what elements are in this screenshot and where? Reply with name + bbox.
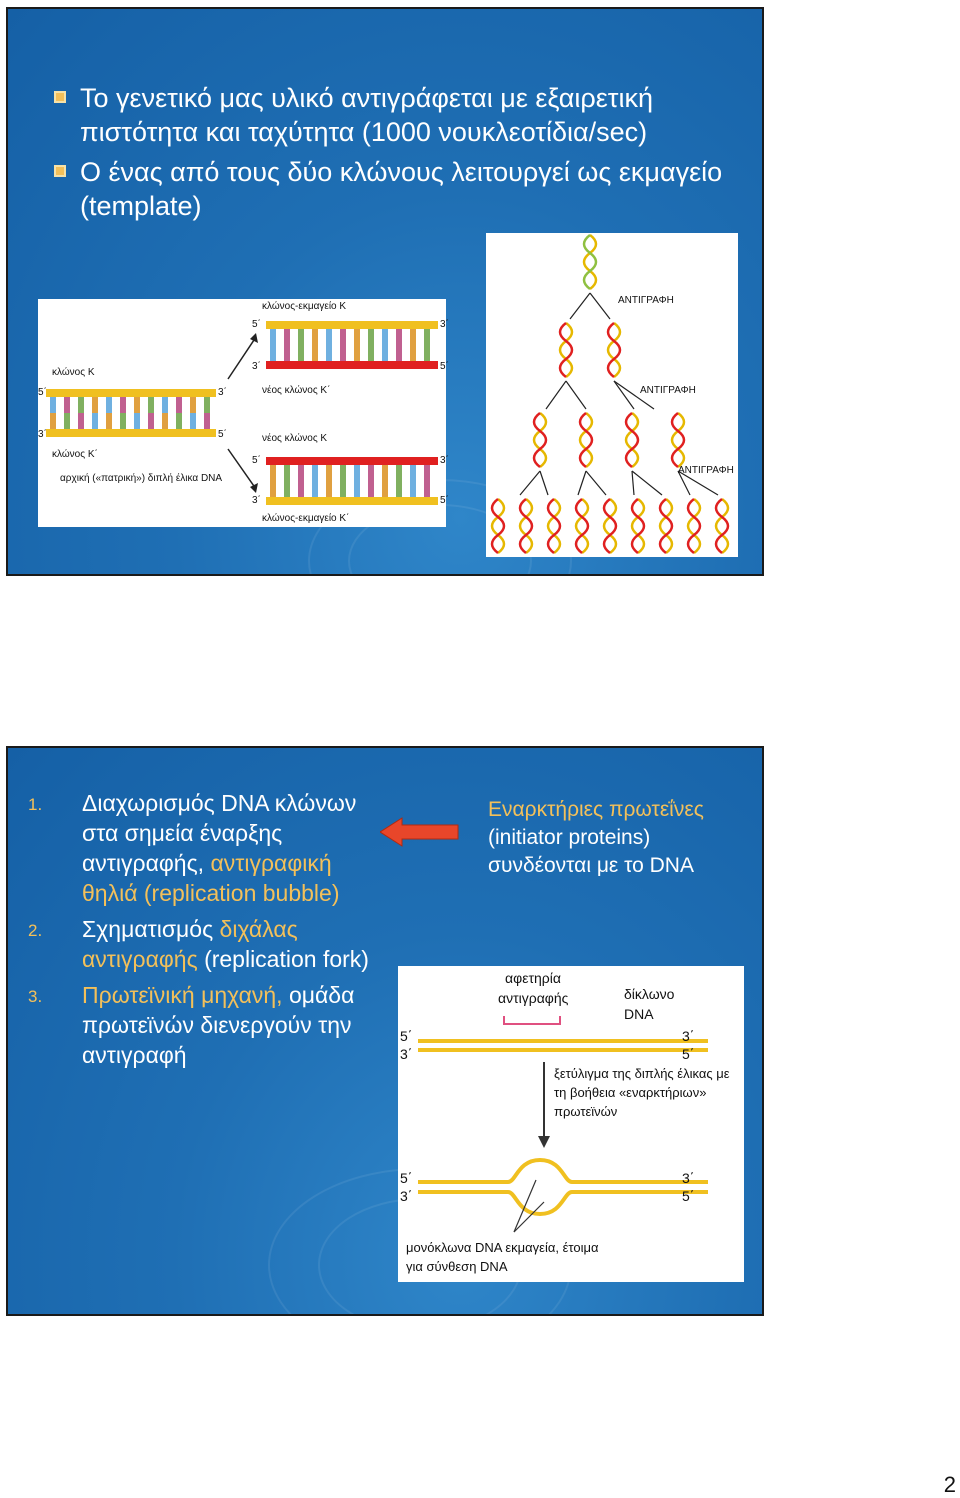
unwinding-label: ξετύλιγμα της διπλής έλικας με τη βοήθει… xyxy=(554,1066,730,1119)
label-replication: ΑΝΤΙΓΡΑΦΗ xyxy=(618,295,674,306)
end-label-5: 5΄ xyxy=(38,387,47,398)
bullet-item: Το γενετικό μας υλικό αντιγράφεται με εξ… xyxy=(54,81,744,149)
bullet-text: Το γενετικό μας υλικό αντιγράφεται με εξ… xyxy=(80,83,653,147)
left-arrow-icon xyxy=(380,817,459,847)
label-strand-k: κλώνος Κ xyxy=(52,367,95,378)
single-strand-templates-label: μονόκλωνα DNA εκμαγεία, έτοιμα για σύνθε… xyxy=(406,1240,599,1274)
list-text: Διαχωρισμός DNA κλώνων στα σημεία έναρξη… xyxy=(82,790,357,876)
replication-tree-diagram xyxy=(490,233,730,555)
end-label-3: 3΄ xyxy=(218,387,227,398)
list-text: (replication fork) xyxy=(204,946,369,972)
list-item: 2. Σχηματισμός διχάλας αντιγραφής (repli… xyxy=(28,914,388,974)
replication-bubble-diagram xyxy=(418,1016,708,1233)
end-label-3: 3΄ xyxy=(400,1046,413,1062)
end-label-5: 5΄ xyxy=(218,429,227,440)
list-text: ομάδα πρωτεϊνών διενεργούν την αντιγραφή xyxy=(82,982,355,1068)
list-text-highlight: Πρωτεϊνική μηχανή, xyxy=(82,982,283,1008)
end-label-3: 3΄ xyxy=(400,1188,413,1204)
page-number: 2 xyxy=(943,1472,956,1497)
bullet-text: Ο ένας από τους δύο κλώνους λειτουργεί ω… xyxy=(80,157,723,221)
label-template-k: κλώνος-εκμαγείο Κ xyxy=(262,301,347,312)
semiconservative-replication-figure: κλώνος-εκμαγείο Κ νέος κλώνος Κ΄ κλώνος … xyxy=(38,299,449,527)
slide-1: Το γενετικό μας υλικό αντιγράφεται με εξ… xyxy=(6,7,764,576)
end-label-3: 3΄ xyxy=(440,319,449,330)
end-label-5: 5΄ xyxy=(400,1170,413,1186)
note-highlight: Εναρκτήριες πρωτεΐνες xyxy=(488,798,704,821)
label-template-k-prime: κλώνος-εκμαγείο Κ΄ xyxy=(262,513,350,524)
end-label-3: 3΄ xyxy=(682,1170,695,1186)
list-text-highlight: αντιγραφική θηλιά (replication bubble) xyxy=(82,850,340,906)
end-label-5: 5΄ xyxy=(252,455,261,466)
end-label-3: 3΄ xyxy=(440,455,449,466)
end-label-3: 3΄ xyxy=(682,1028,695,1044)
list-item: 3. Πρωτεϊνική μηχανή, ομάδα πρωτεϊνών δι… xyxy=(28,980,388,1070)
list-text: Σχηματισμός xyxy=(82,916,214,942)
end-label-5: 5΄ xyxy=(252,319,261,330)
label-strand-k-prime: κλώνος Κ΄ xyxy=(52,449,98,460)
note-text: (initiator proteins) συνδέονται με το DN… xyxy=(488,826,694,877)
initiator-proteins-note: Εναρκτήριες πρωτεΐνες (initiator protein… xyxy=(488,796,758,880)
replication-bubble-figure: αφετηρία αντιγραφής δίκλωνο DNA ξετύλιγμ… xyxy=(398,966,744,1282)
list-item: 1. Διαχωρισμός DNA κλώνων στα σημεία ένα… xyxy=(28,788,388,908)
end-label-3: 3΄ xyxy=(252,495,261,506)
slide-1-bullets: Το γενετικό μας υλικό αντιγράφεται με εξ… xyxy=(54,81,744,229)
end-label-5: 5΄ xyxy=(440,495,449,506)
bullet-item: Ο ένας από τους δύο κλώνους λειτουργεί ω… xyxy=(54,155,744,223)
slide-2: 1. Διαχωρισμός DNA κλώνων στα σημεία ένα… xyxy=(6,746,764,1316)
list-text-highlight: διχάλας αντιγραφής xyxy=(82,916,298,972)
list-number: 1. xyxy=(28,795,43,814)
replication-diagram xyxy=(46,321,438,505)
replication-generations-figure: ΑΝΤΙΓΡΑΦΗ ΑΝΤΙΓΡΑΦΗ ΑΝΤΙΓΡΑΦΗ xyxy=(486,233,738,557)
label-parent-helix: αρχική («πατρική») διπλή έλικα DNA xyxy=(60,473,223,484)
label-new-strand-k: νέος κλώνος Κ xyxy=(262,433,328,444)
bullet-square-icon xyxy=(54,165,66,177)
list-number: 3. xyxy=(28,987,43,1006)
end-label-5: 5΄ xyxy=(682,1188,695,1204)
slide-2-numbered-list: 1. Διαχωρισμός DNA κλώνων στα σημεία ένα… xyxy=(28,788,388,1076)
label-replication: ΑΝΤΙΓΡΑΦΗ xyxy=(640,385,696,396)
end-label-3: 3΄ xyxy=(252,361,261,372)
bullet-square-icon xyxy=(54,91,66,103)
label-new-strand-k-prime: νέος κλώνος Κ΄ xyxy=(262,385,331,396)
end-label-3: 3΄ xyxy=(38,429,47,440)
origin-of-replication-label: αφετηρία αντιγραφής xyxy=(498,970,569,1006)
end-label-5: 5΄ xyxy=(440,361,449,372)
list-number: 2. xyxy=(28,921,43,940)
end-label-5: 5΄ xyxy=(682,1046,695,1062)
end-label-5: 5΄ xyxy=(400,1028,413,1044)
label-replication: ΑΝΤΙΓΡΑΦΗ xyxy=(678,465,734,476)
double-strand-label: δίκλωνο DNA xyxy=(624,986,675,1022)
